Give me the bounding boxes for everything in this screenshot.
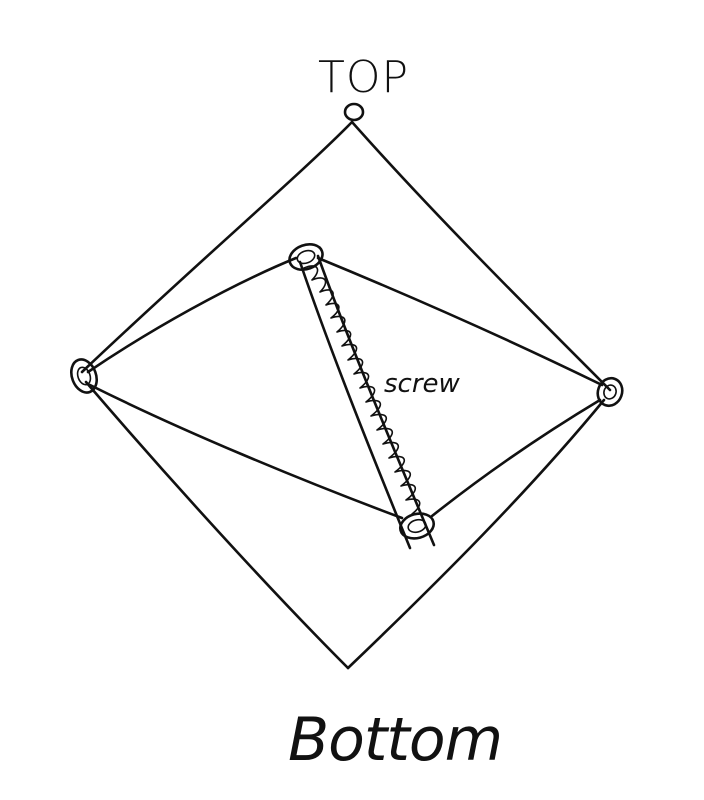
inner-linkage: [86, 256, 604, 520]
joints: [70, 102, 624, 540]
joint-right: [596, 376, 624, 408]
inner-link-left-top: [86, 256, 298, 374]
joint-left-inner: [76, 366, 92, 386]
joint-left: [70, 358, 98, 394]
outer-frame-bottom-right-edge: [346, 398, 606, 670]
outer-frame-top-left-edge: [80, 120, 354, 374]
joint-lower: [398, 512, 436, 540]
inner-link-bottom-right: [430, 398, 602, 518]
label-bottom: Bottom: [288, 705, 502, 775]
screw: [298, 254, 436, 550]
screw-thread: [303, 265, 421, 515]
outer-frame-bottom-left-edge: [84, 380, 350, 670]
joint-top-pivot: [343, 102, 365, 122]
joint-upper-inner: [296, 249, 316, 265]
joint-upper: [288, 243, 324, 271]
outer-frame: [80, 120, 612, 670]
screw-rail-left: [298, 260, 412, 550]
outer-frame-top-right-edge: [350, 120, 612, 392]
label-top: TOP: [318, 52, 409, 103]
inner-link-top-right: [316, 256, 604, 387]
label-screw: screw: [384, 369, 461, 399]
inner-link-left-bottom: [88, 383, 404, 520]
joint-right-inner: [603, 384, 617, 400]
joint-lower-inner: [407, 518, 427, 534]
